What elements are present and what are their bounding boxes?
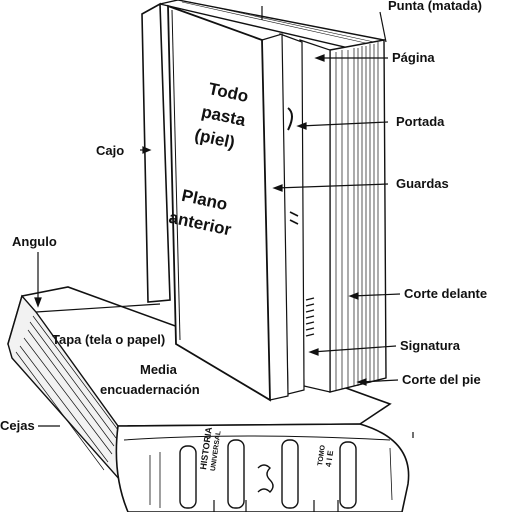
label-tapa: Tapa (tela o papel) xyxy=(52,332,165,347)
label-portada: Portada xyxy=(396,114,445,129)
label-guardas: Guardas xyxy=(396,176,449,191)
spine-tomo: TOMO xyxy=(317,444,327,466)
label-corte-pie: Corte del pie xyxy=(402,372,481,387)
half-binding-line xyxy=(35,303,161,313)
label-encuadernacion: encuadernación xyxy=(100,382,200,397)
title-page-mark xyxy=(287,107,293,131)
label-media: Media xyxy=(140,362,178,377)
signature-marks xyxy=(305,297,315,337)
label-pagina: Página xyxy=(392,50,435,65)
label-punta: Punta (matada) xyxy=(388,0,482,13)
page-block-hatch xyxy=(335,42,379,390)
back-board xyxy=(141,2,171,303)
upright-book xyxy=(141,0,387,402)
leader-lines xyxy=(34,6,414,512)
front-cover xyxy=(167,4,271,402)
title-page-mark-2 xyxy=(289,211,299,225)
label-corte-delante: Corte delante xyxy=(404,286,487,301)
spine-tomo-number: 4 I E xyxy=(324,449,335,467)
spine-ornament-icon xyxy=(257,464,274,493)
label-cejas: Cejas xyxy=(0,418,35,433)
label-angulo: Angulo xyxy=(12,234,57,249)
spine xyxy=(115,423,410,512)
end-paper xyxy=(299,39,331,393)
label-cajo: Cajo xyxy=(96,143,124,158)
cover-text: Todo pasta (piel) Plano anterior xyxy=(167,79,250,239)
label-signatura: Signatura xyxy=(400,338,461,353)
spine-bands xyxy=(179,439,357,509)
